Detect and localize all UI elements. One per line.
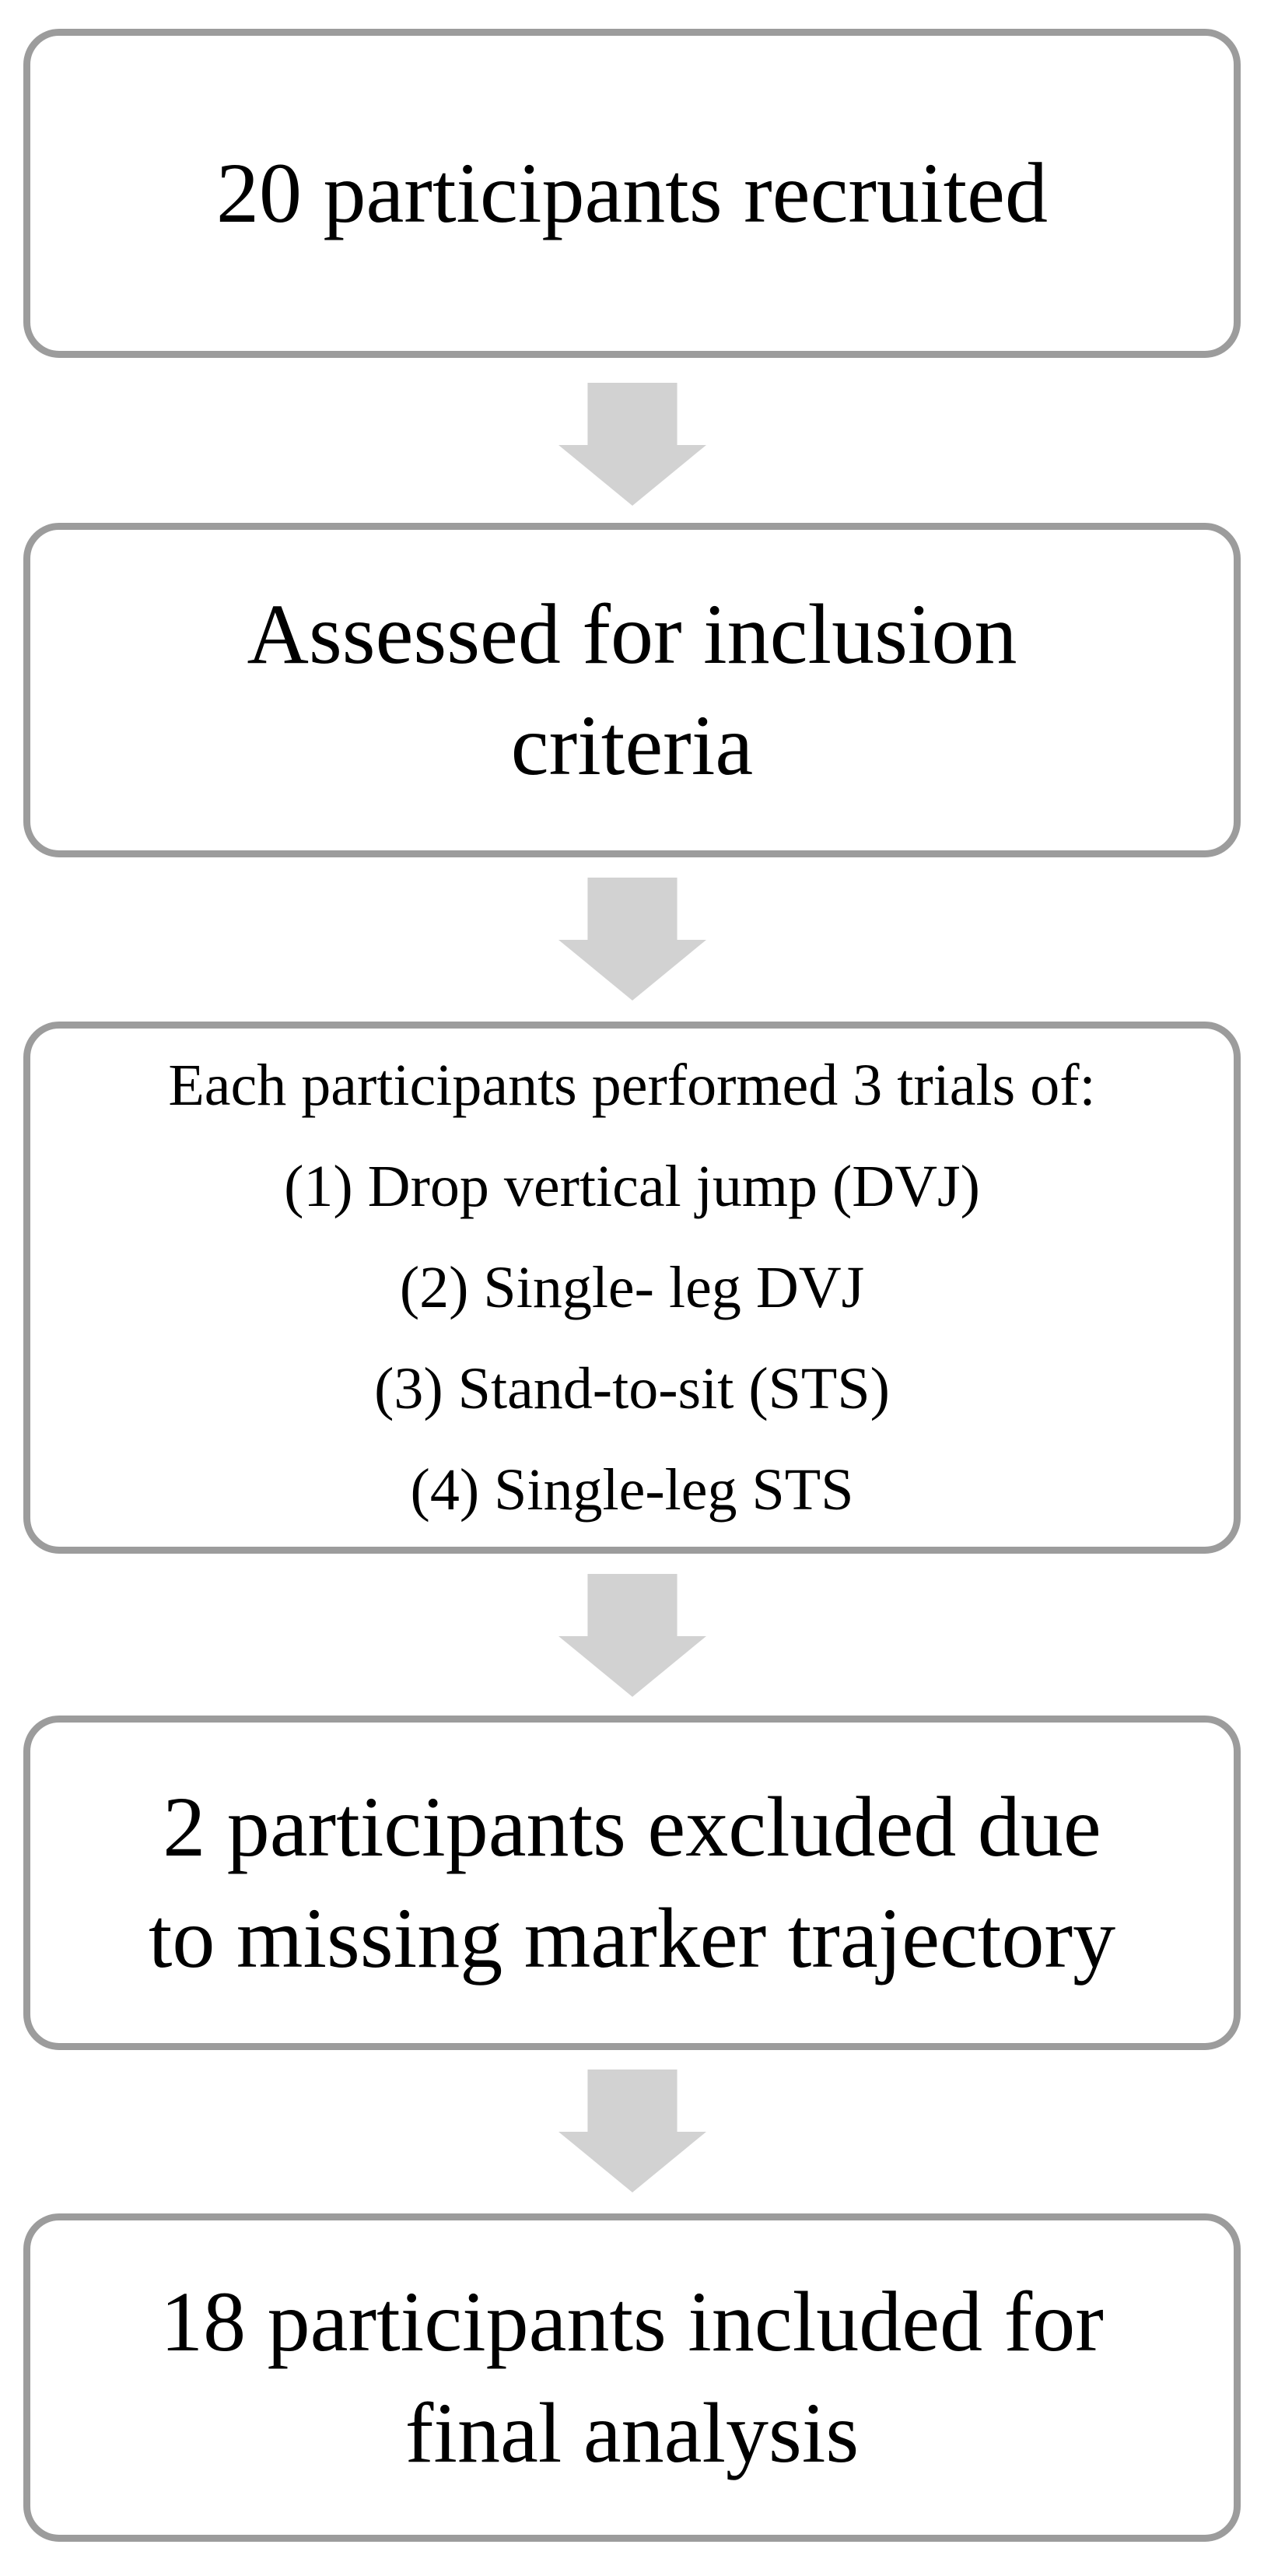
box-text-line: 20 participants recruited <box>215 145 1048 240</box>
flow-box-trials: Each participants performed 3 trials of:… <box>23 1022 1241 1554</box>
box-heading: Each participants performed 3 trials of: <box>168 1053 1096 1118</box>
box-text-line: final analysis <box>404 2385 860 2480</box>
down-arrow-icon <box>558 2070 706 2192</box>
down-arrow-icon <box>558 878 706 1001</box>
box-text-line: to missing marker trajectory <box>148 1891 1116 1985</box>
flow-box-assessed: Assessed for inclusion criteria <box>23 523 1241 857</box>
trial-item: (1) Drop vertical jump (DVJ) <box>284 1154 980 1219</box>
trial-item: (3) Stand-to-sit (STS) <box>374 1356 890 1421</box>
box-text-line: 18 participants included for <box>160 2274 1104 2369</box>
flow-box-excluded: 2 participants excluded due to missing m… <box>23 1716 1241 2050</box>
flow-box-included: 18 participants included for final analy… <box>23 2213 1241 2542</box>
box-text-line: criteria <box>510 698 754 793</box>
trial-item: (2) Single- leg DVJ <box>399 1255 865 1320</box>
down-arrow-icon <box>558 383 706 506</box>
down-arrow-icon <box>558 1574 706 1697</box>
box-text-line: Assessed for inclusion <box>247 587 1017 682</box>
flow-box-recruited: 20 participants recruited <box>23 29 1241 358</box>
box-text-line: 2 participants excluded due <box>163 1779 1101 1874</box>
trial-item: (4) Single-leg STS <box>410 1457 854 1523</box>
